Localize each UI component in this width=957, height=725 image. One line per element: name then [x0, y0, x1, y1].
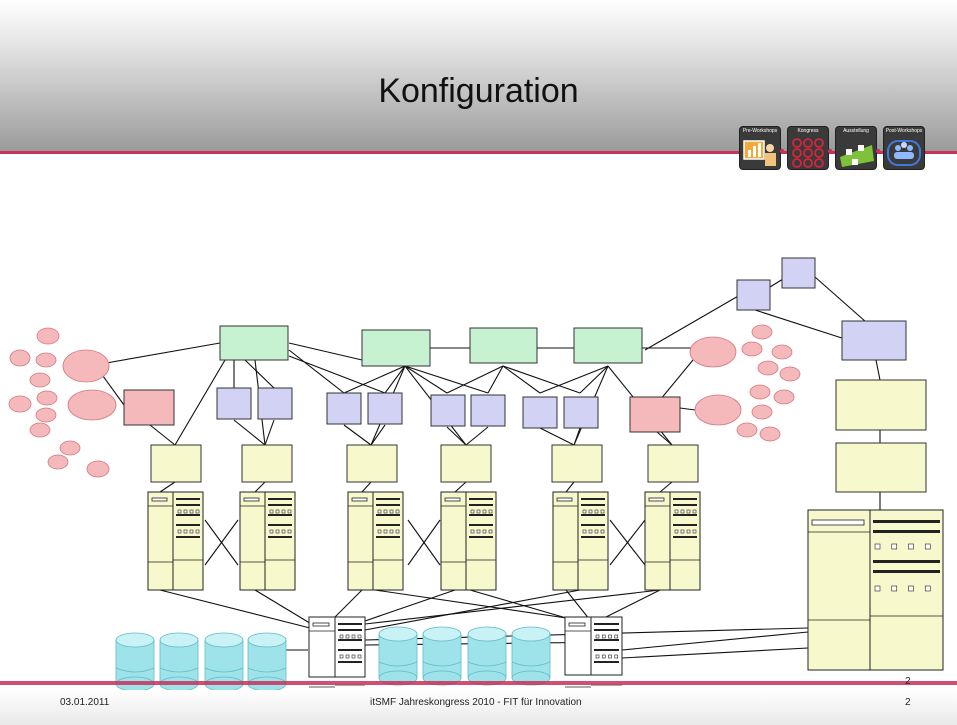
database-icon [115, 632, 155, 692]
database-cylinders [115, 626, 551, 692]
database-icon [467, 626, 507, 686]
server-rack [552, 491, 609, 591]
green-node-box [219, 325, 289, 361]
footer-title: itSMF Jahreskongress 2010 - FIT für Inno… [370, 697, 582, 708]
header-accent-line [0, 151, 957, 154]
client-group-oval [694, 394, 742, 426]
database-icon [378, 626, 418, 686]
badge-label: Ausstellung [843, 128, 869, 134]
lavender-node-box [841, 320, 907, 361]
footer-page-number-upper: 2 [905, 676, 911, 687]
footer-page-number: 2 [905, 697, 911, 708]
yellow-node-box [241, 444, 293, 483]
database-icon [159, 632, 199, 692]
lavender-node-box [736, 279, 771, 311]
server-rack [347, 491, 404, 591]
lavender-node-box [522, 396, 558, 429]
lavender-node-box [430, 394, 466, 427]
lavender-node-box [781, 257, 816, 289]
network-boxes [123, 257, 927, 493]
server-rack [308, 616, 366, 688]
yellow-node-box [551, 444, 603, 483]
badge-pre-workshops: Pre-Workshops [739, 126, 781, 170]
group-icon [887, 140, 921, 166]
server-rack [564, 616, 623, 688]
lavender-node-box [470, 394, 506, 427]
badge-post-workshops: Post-Workshops [883, 126, 925, 170]
footer-band [0, 690, 957, 725]
yellow-node-box [150, 444, 202, 483]
client-group-oval [67, 389, 117, 421]
badge-kongress: Kongress [787, 126, 829, 170]
green-node-box [469, 327, 538, 364]
yellow-node-box [440, 444, 492, 483]
database-icon [422, 626, 462, 686]
lavender-node-box [367, 392, 403, 425]
footer-accent-line [0, 681, 957, 685]
server-rack [644, 491, 701, 591]
server-rack [440, 491, 497, 591]
green-node-box [361, 329, 431, 367]
green-node-box [573, 327, 643, 364]
chart-person-icon [743, 140, 776, 166]
yellow-node-box [835, 379, 927, 431]
badge-label: Pre-Workshops [742, 128, 778, 134]
audience-icon [792, 138, 824, 168]
server-rack [147, 491, 204, 591]
server-rack [807, 509, 944, 671]
badge-label: Post-Workshops [885, 128, 923, 134]
lavender-node-box [563, 396, 599, 429]
badge-ausstellung: Ausstellung [835, 126, 877, 170]
lavender-node-box [326, 392, 362, 425]
exhibition-icon [840, 145, 874, 167]
database-icon [511, 626, 551, 686]
server-racks [147, 491, 944, 688]
slide-title: Konfiguration [378, 72, 579, 110]
client-group-oval [62, 349, 110, 383]
pink-node-box [629, 396, 681, 433]
footer-date: 03.01.2011 [60, 697, 110, 708]
client-ovals [8, 324, 801, 478]
server-rack [239, 491, 296, 591]
pink-node-box [123, 389, 175, 426]
yellow-node-box [647, 444, 699, 483]
badge-label: Kongress [797, 128, 819, 134]
client-group-oval [689, 336, 737, 368]
yellow-node-box [346, 444, 398, 483]
badge-connector-dots [779, 148, 881, 154]
yellow-node-box [835, 442, 927, 493]
lavender-node-box [216, 387, 252, 420]
lavender-node-box [257, 387, 293, 420]
